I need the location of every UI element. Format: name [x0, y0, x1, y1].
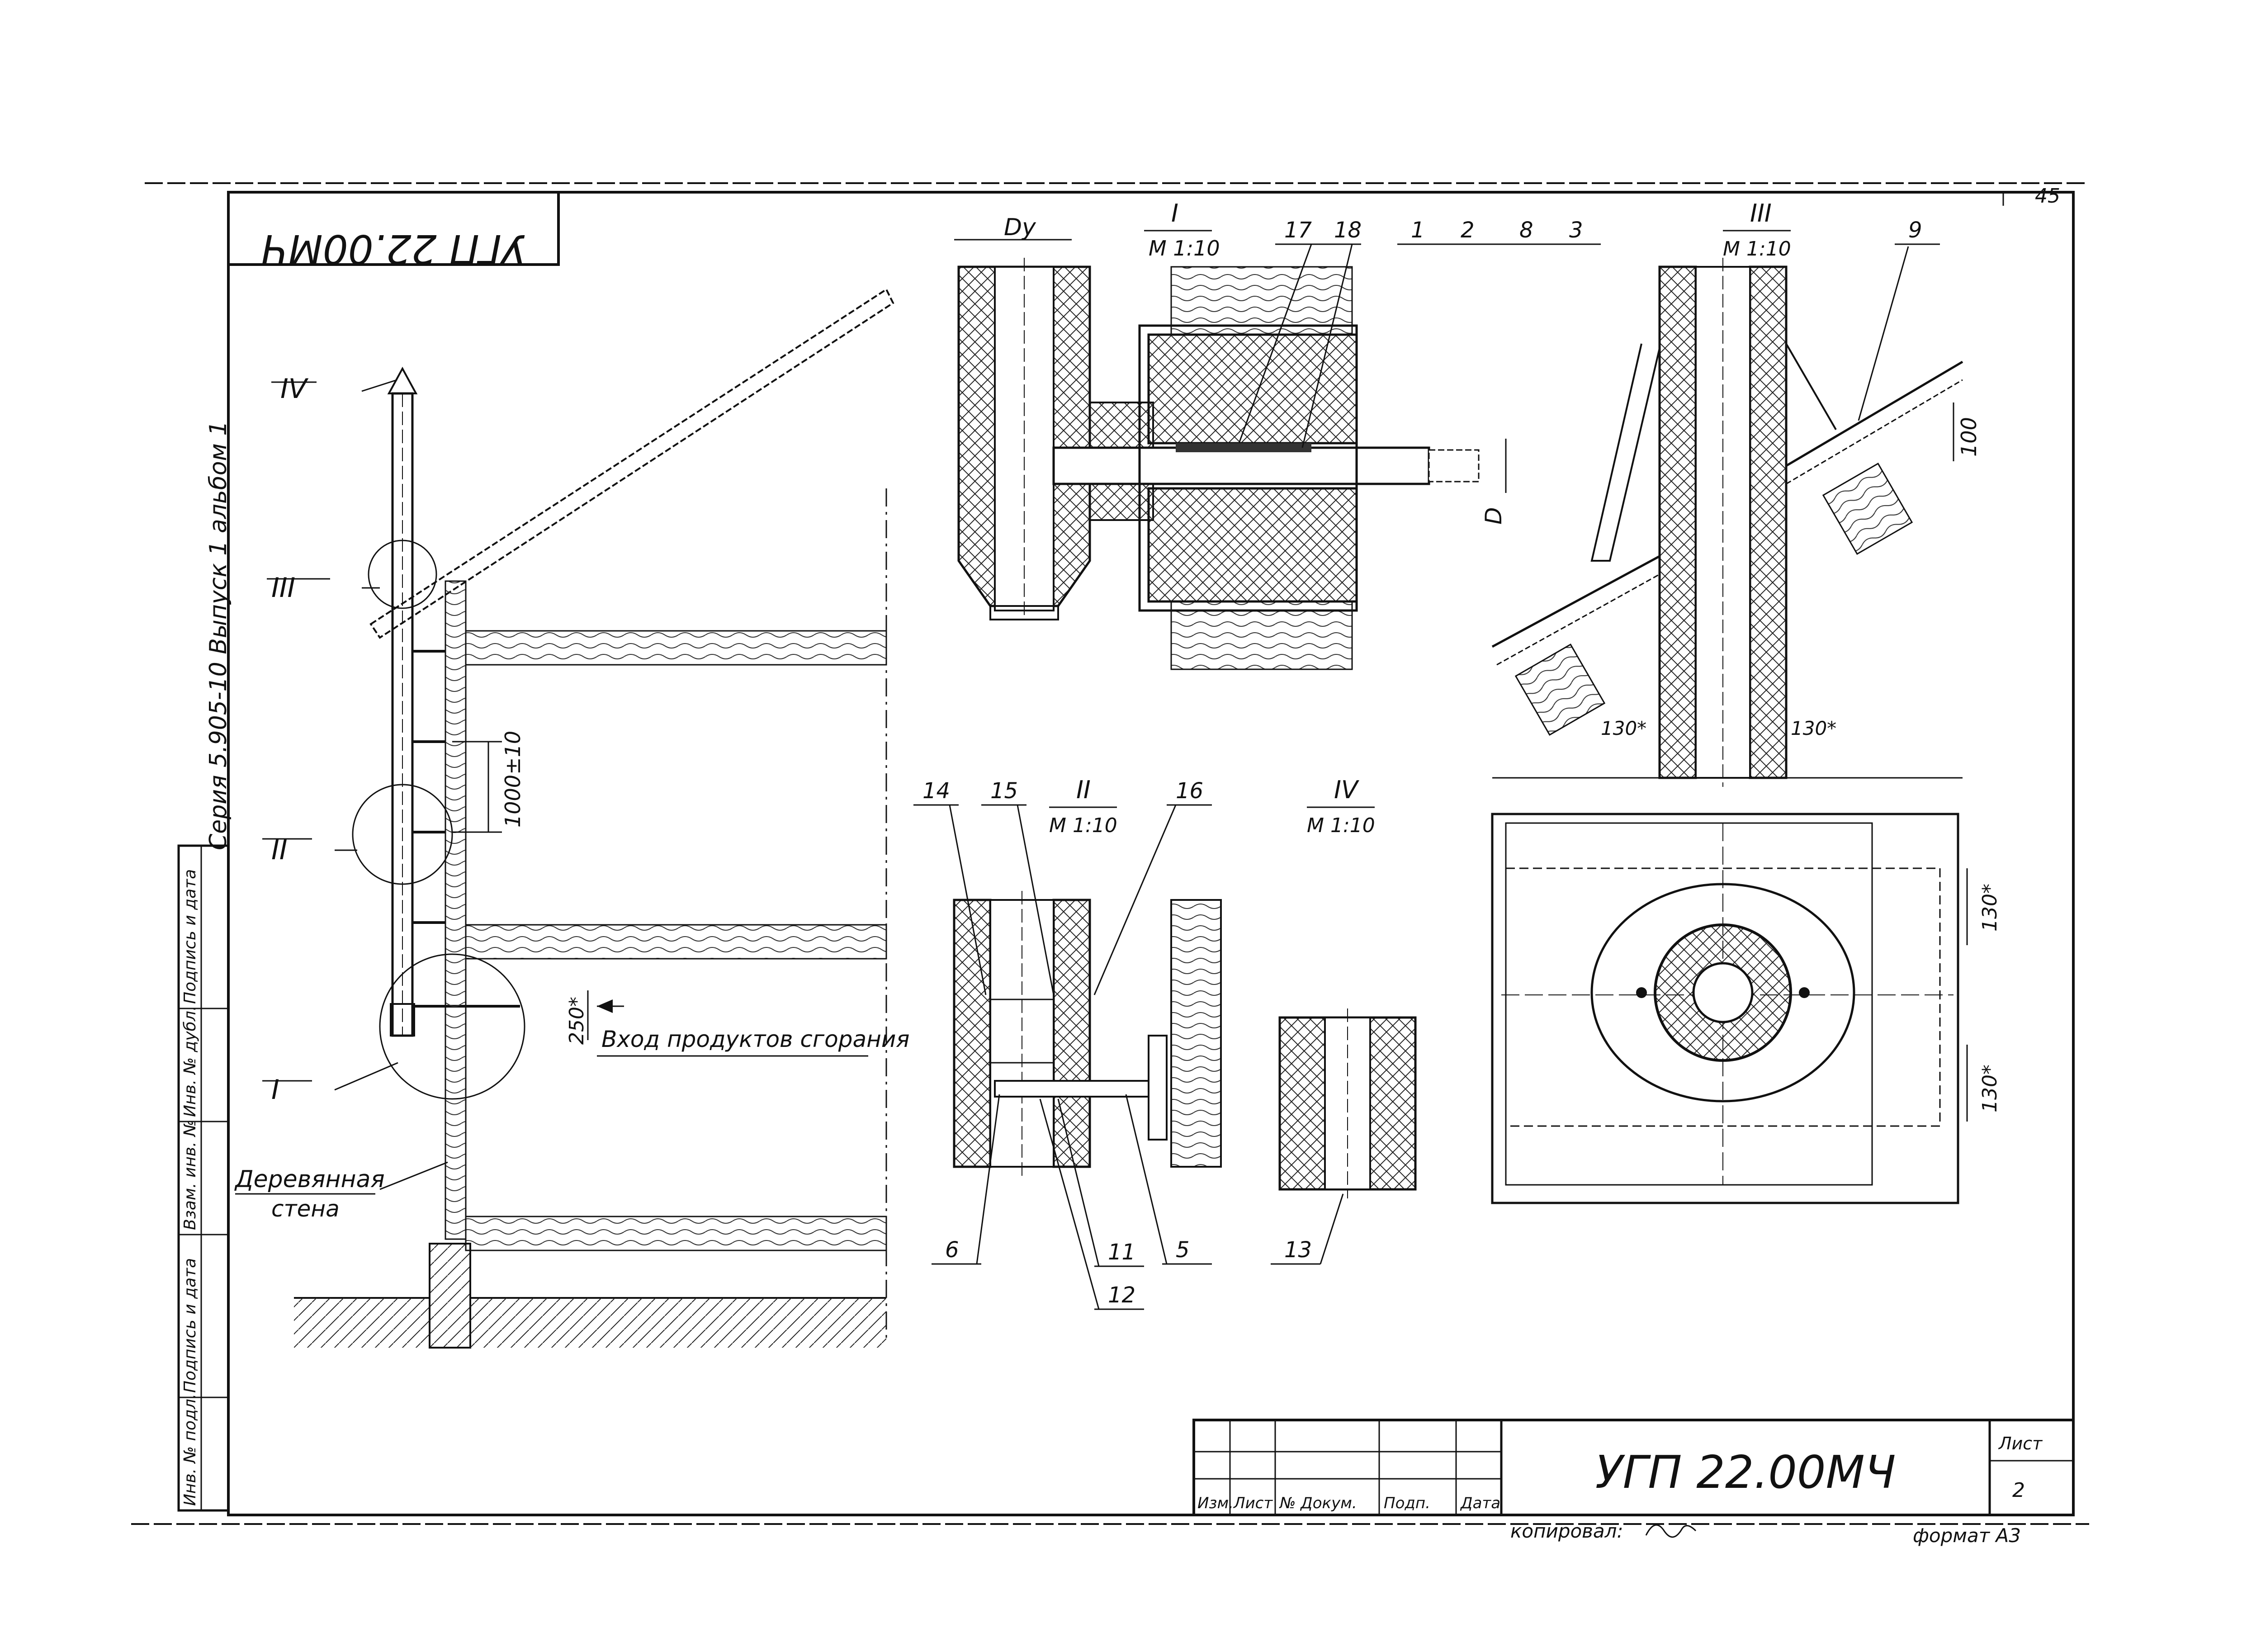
- stamp-cell-3: Взам. инв. №: [181, 1120, 199, 1230]
- callout-16: 16: [1176, 778, 1203, 804]
- format-label: формат А3: [1913, 1524, 2021, 1547]
- copier-signature-icon: [1645, 1524, 1697, 1538]
- node-label-III: III: [271, 572, 295, 604]
- view-III-d100: 100: [1957, 417, 1981, 457]
- view-I-scale: М 1:10: [1149, 236, 1220, 260]
- view-II: II М 1:10 14 15 16 6 11 12 5: [913, 776, 1222, 1310]
- plan-view: 130* 130*: [1491, 813, 2001, 1204]
- stamp-cell-5: Подпись и дата: [181, 869, 199, 1004]
- title-block: Изм. Лист № Докум. Подп. Дата УГП 22.00М…: [1192, 1419, 2075, 1516]
- callout-8: 8: [1519, 218, 1533, 243]
- elevation-view: [294, 288, 894, 1349]
- mirrored-designation: УГП 22.00МЧ: [227, 191, 560, 272]
- callout-5: 5: [1176, 1237, 1190, 1263]
- view-I: I М 1:10 Dy 17 18 1 2 8 3 D: [954, 199, 1601, 670]
- callout-17: 17: [1284, 218, 1312, 243]
- view-II-scale: М 1:10: [1049, 814, 1117, 837]
- view-I-d: D: [1481, 507, 1507, 525]
- sheet-value: 2: [2012, 1479, 2025, 1502]
- view-IV: IV М 1:10 13: [1271, 776, 1417, 1265]
- tb-header-date: Дата: [1460, 1494, 1500, 1512]
- dim-250: 250*: [565, 997, 588, 1045]
- drawing-designation: УГП 22.00МЧ: [1595, 1446, 1896, 1499]
- callout-1: 1: [1411, 218, 1425, 243]
- node-label-I: I: [271, 1074, 279, 1106]
- view-I-title: I: [1171, 199, 1178, 227]
- plan-d130-bottom: 130*: [1978, 1065, 2001, 1112]
- stamp-cell-1: Инв. № подл.: [181, 1394, 199, 1506]
- copied-by-label: копировал:: [1510, 1520, 1623, 1542]
- node-label-II: II: [271, 834, 287, 866]
- sheet-label: Лист: [1998, 1434, 2043, 1453]
- designation-mirrored-text: УГП 22.00МЧ: [261, 226, 526, 272]
- series-text: Серия 5.905-10 Выпуск 1 альбом 1: [205, 421, 232, 850]
- view-IV-title: IV: [1334, 776, 1360, 804]
- callout-9: 9: [1908, 218, 1922, 243]
- callout-3: 3: [1569, 218, 1583, 243]
- view-III-title: III: [1750, 199, 1772, 227]
- wall-label-line2: стена: [271, 1196, 340, 1222]
- inlet-label: Вход продуктов сгорания: [601, 1026, 909, 1052]
- callout-6: 6: [945, 1237, 959, 1263]
- view-I-dy: Dy: [1004, 214, 1036, 241]
- stamp-cell-2: Подпись и дата: [181, 1258, 199, 1393]
- view-III: III М 1:10 9 100 130* 130*: [1491, 199, 1981, 787]
- series-label: Серия 5.905-10 Выпуск 1 альбом 1: [205, 421, 232, 850]
- stamp-cell-4: Инв. № дубл.: [181, 1006, 199, 1117]
- inlet-arrow-icon: [597, 999, 613, 1013]
- tb-header-list: Лист: [1233, 1494, 1273, 1512]
- wall-label-line1: Деревянная: [234, 1166, 385, 1193]
- callout-2: 2: [1461, 218, 1475, 243]
- view-III-scale: М 1:10: [1723, 237, 1791, 260]
- plan-d130-top: 130*: [1978, 884, 2001, 932]
- side-stamp: Инв. № подл. Подпись и дата Взам. инв. №…: [177, 844, 230, 1512]
- sheet-number: 45: [2035, 185, 2060, 208]
- view-II-title: II: [1076, 776, 1091, 804]
- tb-header-podp: Подп.: [1384, 1494, 1430, 1512]
- view-III-d130-left: 130*: [1601, 717, 1646, 739]
- callout-13: 13: [1284, 1237, 1312, 1263]
- view-III-d130-right: 130*: [1791, 717, 1836, 739]
- node-label-IV: IV: [280, 373, 309, 405]
- tb-header-izm: Изм.: [1197, 1494, 1234, 1512]
- callout-12: 12: [1108, 1283, 1135, 1308]
- dim-pitch: 1000±10: [501, 731, 525, 828]
- callout-14: 14: [922, 778, 950, 804]
- view-IV-scale: М 1:10: [1307, 814, 1375, 837]
- callout-18: 18: [1334, 218, 1362, 243]
- callout-15: 15: [990, 778, 1018, 804]
- tb-header-doc: № Докум.: [1279, 1494, 1357, 1512]
- callout-11: 11: [1108, 1240, 1135, 1265]
